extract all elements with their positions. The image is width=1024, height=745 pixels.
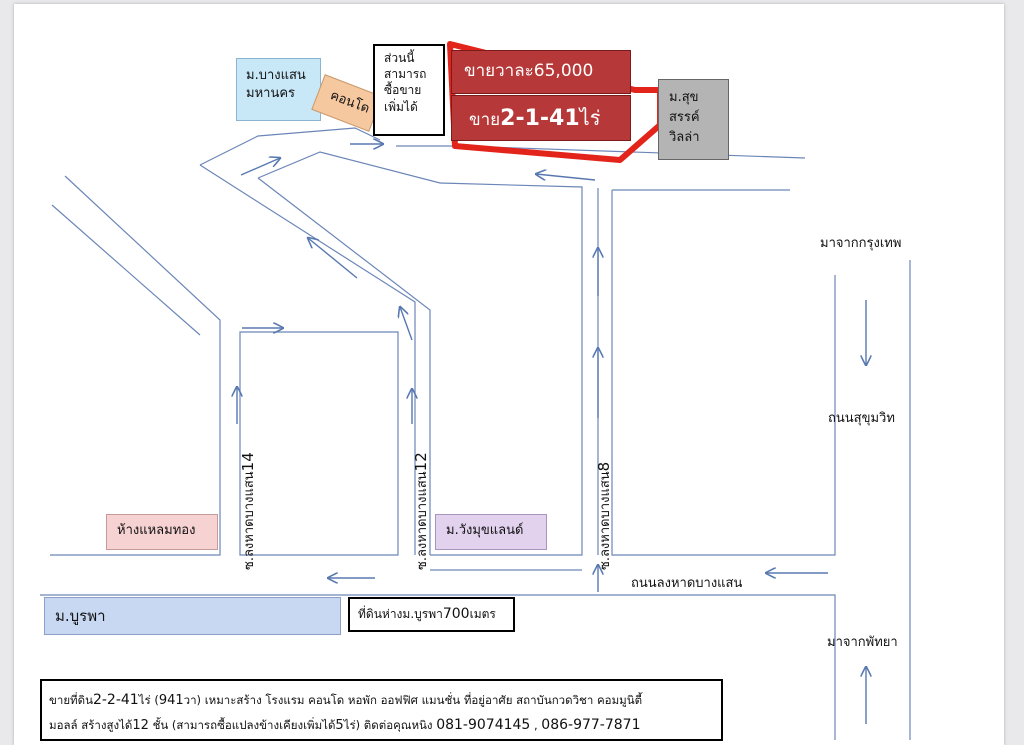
sukhumvit-road-label: ถนนสุขุมวิท [828,411,895,427]
footer-line2-extra: 5 [335,717,344,733]
soi14-num: 14 [239,452,257,472]
soi8-prefix: ซ.ลงหาดบางแสน [598,471,613,570]
laemthong-mall-label: ห้างแหลมทอง [106,514,218,550]
footer-line2-c: ไร่) ติดต่อคุณหนิง [343,717,437,732]
phone-separator: , [530,717,542,732]
phone-number-2: 086-977-7871 [541,716,641,733]
soi12-label: ซ.ลงหาดบางแสน12 [411,452,432,570]
footer-line1-wa: 941 [158,693,184,708]
footer-line2-a: มอลล์ สร้างสูงได้ [49,717,133,732]
area-suffix: ไร่ [579,106,601,130]
long-hat-road-south [40,594,836,740]
arrow-icon [536,174,596,181]
price-per-wa-value: 65,000 [533,61,594,81]
footer-line2-b: ชั้น (สามารถซื้อแปลงข้างเคียงเพิ่มได้ [148,717,336,732]
distance-prefix: ที่ดินห่างม.บูรพา [358,607,443,621]
extra-part-label: ส่วนนี้ สามารถ ซื้อขาย เพิ่มได้ [373,44,445,136]
suksan-villa-text: ม.สุข สรรค์ วิลล่า [669,90,700,146]
soi12-prefix: ซ.ลงหาดบางแสน [415,471,430,570]
road-diag-a [51,204,201,336]
suksan-villa-label: ม.สุข สรรค์ วิลล่า [658,79,729,160]
distance-value: 700 [442,606,470,622]
soi14-prefix: ซ.ลงหาดบางแสน [242,471,257,570]
from-bangkok-text: มาจากกรุงเทพ [820,236,902,251]
block-east [611,189,836,556]
footer-line2-floors: 12 [132,717,149,733]
from-pattaya-text: มาจากพัทยา [827,635,898,650]
from-bangkok-label: มาจากกรุงเทพ [820,236,901,252]
from-pattaya-label: มาจากพัทยา [827,635,898,651]
distance-suffix: เมตร [469,607,496,621]
long-hat-road-label: ถนนลงหาดบางแสน [631,576,742,592]
arrow-icon [240,158,280,176]
road-outer-diagonal [50,175,221,556]
arrow-icon-group [237,144,866,724]
soi8-num: 8 [595,461,613,472]
distance-label: ที่ดินห่างม.บูรพา700เมตร [348,597,515,632]
price-per-wa-prefix: ขายวาละ [464,61,534,81]
road-inner-diagonal-2 [257,177,431,555]
road-inner-diagonal [199,164,416,555]
road-top-lower [430,182,583,556]
road-map [40,41,911,740]
footer-line1-area: 2-2-41 [92,692,139,708]
arrow-icon [400,307,413,341]
soi12-num: 12 [412,452,430,472]
footer-line1-a: ขายที่ดิน [49,693,93,707]
road-lane-east [257,151,441,184]
road-lane-west [199,127,381,166]
road-lines [40,127,911,740]
bangsaen-mahanakhon-label: ม.บางแสน มหานคร [236,58,321,121]
footer-line1-b: ไร่ ( [138,693,159,707]
arrow-icon [308,238,358,279]
long-hat-road-text: ถนนลงหาดบางแสน [631,576,743,591]
footer-line-1: ขายที่ดิน2-2-41ไร่ (941วา) เหมาะสร้าง โร… [49,688,721,713]
phone-number-1: 081-9074145 [436,716,531,733]
footer-note: ขายที่ดิน2-2-41ไร่ (941วา) เหมาะสร้าง โร… [40,679,723,741]
price-per-wa-box: ขายวาละ65,000 [451,50,631,94]
wangmuk-land-text: ม.วังมุขแลนด์ [446,523,524,538]
extra-part-text: ส่วนนี้ สามารถ ซื้อขาย เพิ่มได้ [384,51,427,114]
burapha-univ-label: ม.บูรพา [44,597,341,635]
burapha-univ-text: ม.บูรพา [55,607,106,625]
map-sheet: ม.บางแสน มหานคร คอนโด ส่วนนี้ สามารถ ซื้… [14,4,1004,745]
soi14-label: ซ.ลงหาดบางแสน14 [238,452,259,570]
area-prefix: ขาย [469,110,501,130]
condo-text: คอนโด [328,88,372,117]
footer-line-2: มอลล์ สร้างสูงได้12 ชั้น (สามารถซื้อแปลง… [49,713,721,738]
block-left [239,331,399,556]
area-value: 2-1-41 [500,106,580,131]
area-box: ขาย2-1-41ไร่ [451,95,631,141]
laemthong-mall-text: ห้างแหลมทอง [117,523,196,538]
sukhumvit-road-text: ถนนสุขุมวิท [828,411,895,426]
footer-line1-c: วา) เหมาะสร้าง โรงแรม คอนโด หอพัก ออฟฟิศ… [183,693,643,707]
soi8-label: ซ.ลงหาดบางแสน8 [594,462,615,570]
bangsaen-mahanakhon-text: ม.บางแสน มหานคร [246,68,306,101]
wangmuk-land-label: ม.วังมุขแลนด์ [435,514,547,550]
